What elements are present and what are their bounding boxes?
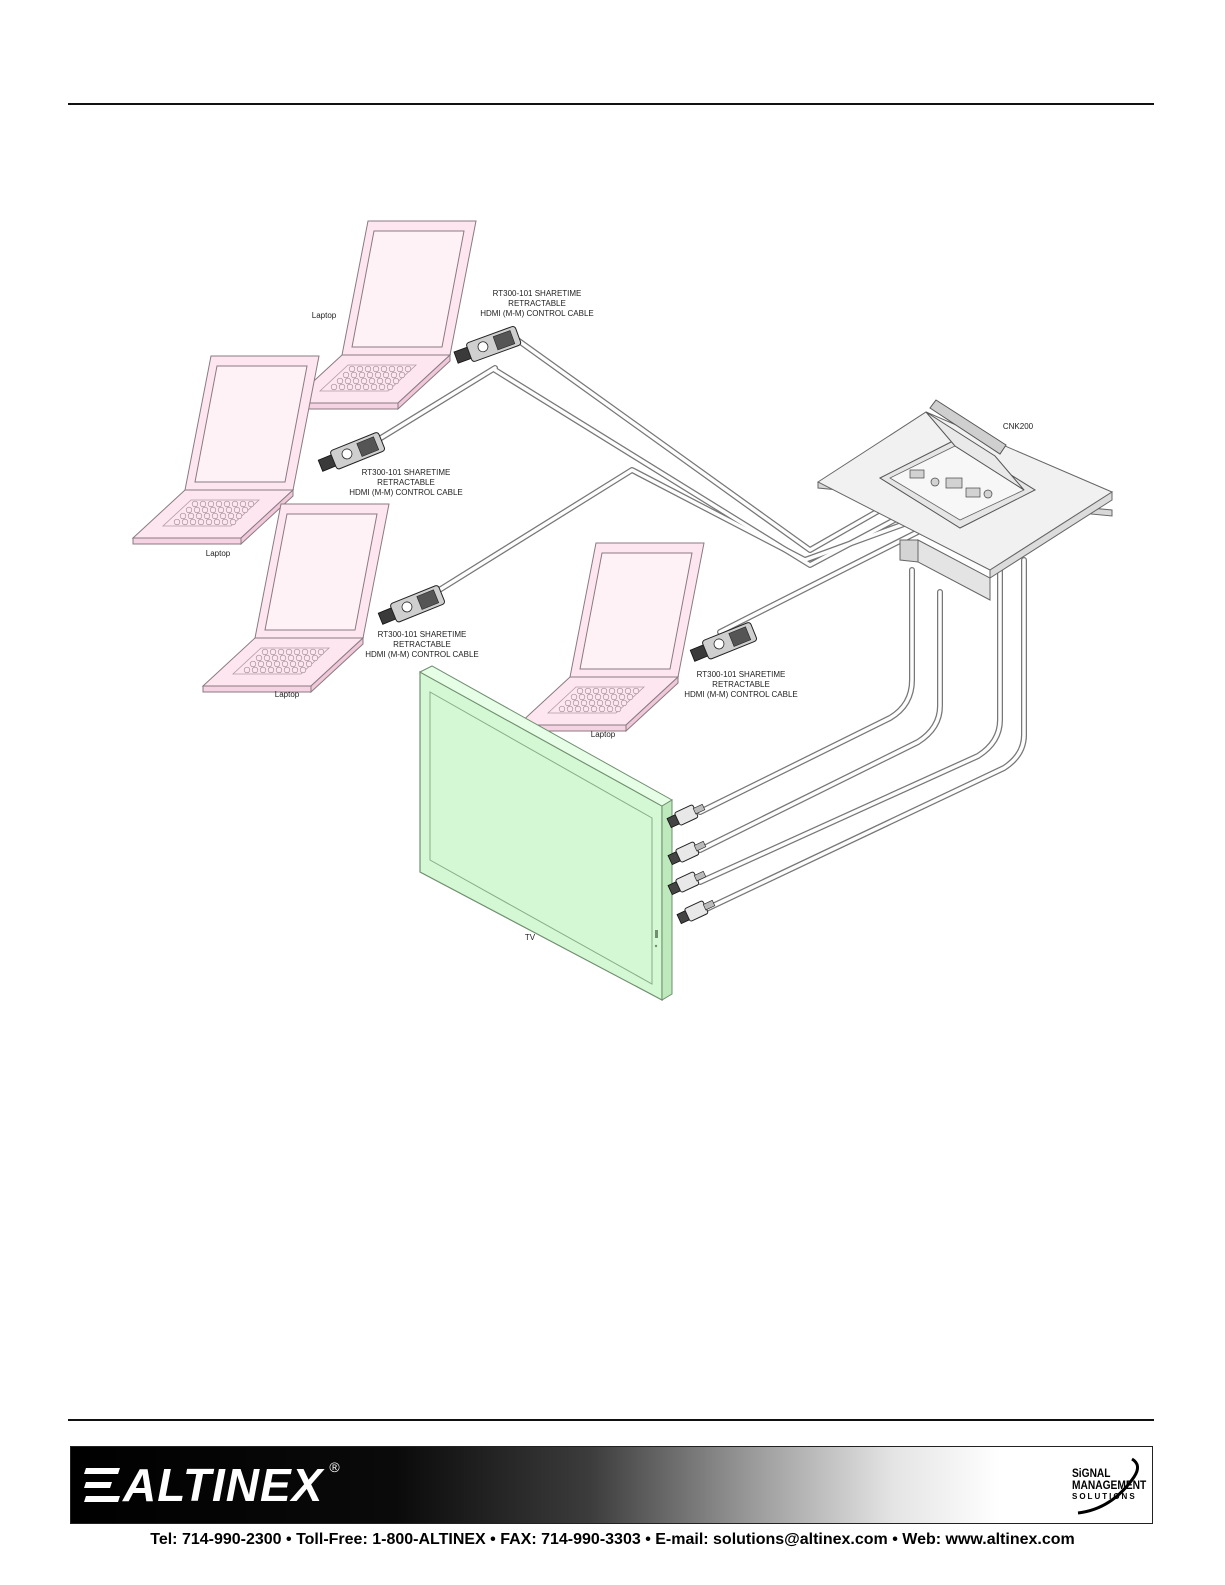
- cable-1-label-line-1: RT300-101 SHARETIME: [493, 289, 582, 298]
- cable-3-label-line-1: RT300-101 SHARETIME: [378, 630, 467, 639]
- laptop-3-label: Laptop: [275, 690, 300, 699]
- header-rule: [68, 103, 1154, 105]
- sms-line-1: SiGNAL: [1072, 1466, 1111, 1480]
- swoosh-icon: [1077, 1457, 1139, 1515]
- altinex-logo: ALTINEX ®: [84, 1455, 340, 1515]
- logo-text: ALTINEX: [123, 1459, 324, 1511]
- cable-3-label-line-3: HDMI (M-M) CONTROL CABLE: [365, 650, 478, 659]
- cable-2-label-line-1: RT300-101 SHARETIME: [362, 468, 451, 477]
- contact-line: Tel: 714-990-2300 • Toll-Free: 1-800-ALT…: [150, 1531, 1075, 1548]
- logo-bars-icon: [84, 1468, 120, 1502]
- cable-3-label-line-2: RETRACTABLE: [393, 640, 451, 649]
- footer-rule: [68, 1419, 1154, 1421]
- cable-4-label-line-1: RT300-101 SHARETIME: [697, 670, 786, 679]
- sms-line-3: SOLUTIONS: [1072, 1492, 1137, 1501]
- cable-4-label-line-3: HDMI (M-M) CONTROL CABLE: [684, 690, 797, 699]
- cable-2-label-line-3: HDMI (M-M) CONTROL CABLE: [349, 488, 462, 497]
- tv-display: [418, 665, 673, 1001]
- altinex-banner: ALTINEX ® SiGNAL MANAGEMENT SOLUTIONS: [70, 1446, 1153, 1524]
- cable-1-label-line-2: RETRACTABLE: [508, 299, 566, 308]
- signal-management-logo: SiGNAL MANAGEMENT SOLUTIONS: [1072, 1455, 1146, 1515]
- cable-1-label-line-3: HDMI (M-M) CONTROL CABLE: [480, 309, 593, 318]
- cable-2-label-line-2: RETRACTABLE: [377, 478, 435, 487]
- registered-mark: ®: [329, 1459, 340, 1475]
- laptop-4-label: Laptop: [591, 730, 616, 739]
- cnk200-unit: [817, 399, 1114, 601]
- hdmi-plug-4: [675, 896, 718, 926]
- connection-diagram: RT300-101 SHARETIME RETRACTABLE HDMI (M-…: [132, 220, 1114, 1001]
- laptop-4: [517, 542, 705, 732]
- tv-label: TV: [525, 933, 536, 942]
- cnk200-label: CNK200: [1003, 422, 1034, 431]
- cable-4-label-line-2: RETRACTABLE: [712, 680, 770, 689]
- dongle-1: [452, 325, 522, 368]
- laptop-2-label: Laptop: [206, 549, 231, 558]
- laptop-1-label: Laptop: [312, 311, 337, 320]
- sms-line-2: MANAGEMENT: [1072, 1478, 1147, 1492]
- dongle-3: [376, 584, 446, 629]
